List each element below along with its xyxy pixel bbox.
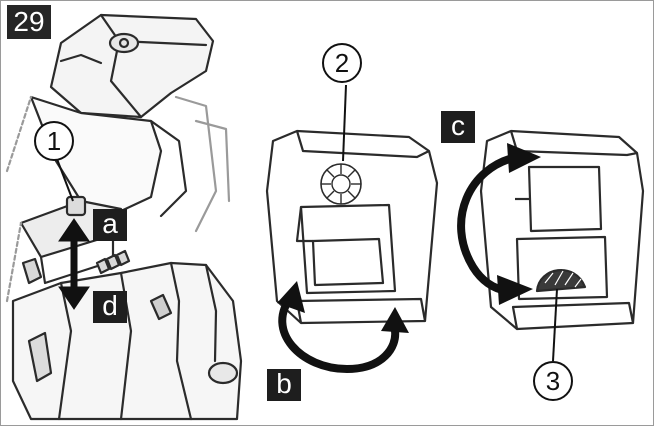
- step-label-c: c: [441, 111, 475, 143]
- callout-2: 2: [322, 43, 362, 83]
- figure-number: 29: [7, 5, 51, 39]
- callout-2-leader: [342, 84, 347, 162]
- step-label-a: a: [93, 209, 127, 241]
- callout-3: 3: [533, 361, 573, 401]
- callout-1: 1: [34, 121, 74, 161]
- curved-arrow-icon: [277, 281, 409, 374]
- callout-3-leader: [552, 288, 558, 362]
- step-label-d: d: [93, 291, 127, 323]
- double-arrow-icon: [58, 218, 90, 310]
- callout-1-leader: [56, 158, 74, 202]
- filter-cover-rear-drawing: [479, 129, 645, 331]
- step-label-b: b: [267, 369, 301, 401]
- filter-cover-front-drawing: [265, 129, 439, 325]
- curved-arrow-icon: [457, 143, 541, 305]
